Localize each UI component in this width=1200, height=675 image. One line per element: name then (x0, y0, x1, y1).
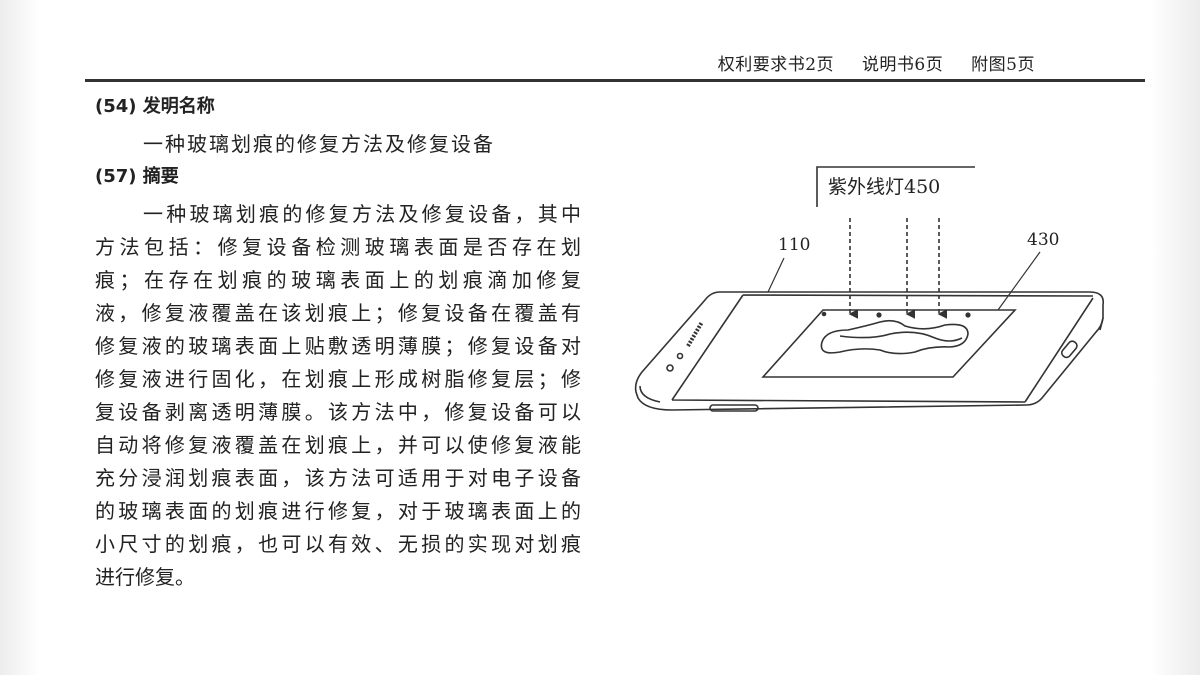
abstract-line: 修复液的玻璃表面上贴敷透明薄膜；修复设备对 (95, 334, 581, 358)
ref-label-film: 430 (1027, 230, 1059, 250)
header-rule (85, 79, 1145, 82)
phone-sensor-icon (666, 364, 674, 372)
phone-side-button (709, 404, 759, 412)
phone-screen-edge (671, 294, 1094, 403)
uv-dot (876, 312, 882, 318)
ref-leader-film (997, 251, 1041, 311)
uv-dot (965, 312, 971, 318)
page-edge-right (1150, 0, 1200, 675)
abstract-line: 复设备剥离透明薄膜。该方法中，修复设备可以 (95, 400, 581, 424)
ref-label-device: 110 (778, 235, 810, 255)
abstract-line: 小尺寸的划痕，也可以有效、无损的实现对划痕 (95, 532, 581, 556)
invention-title: 一种玻璃划痕的修复方法及修复设备 (143, 132, 495, 156)
abstract-line: 充分浸润划痕表面，该方法可适用于对电子设备 (95, 466, 581, 490)
phone-side (639, 317, 1104, 403)
abstract-heading: (57) 摘要 (95, 166, 179, 187)
uv-dot (821, 311, 827, 317)
phone-home-button (1060, 340, 1078, 359)
page-edge-left (0, 0, 40, 675)
abstract-line: 一种玻璃划痕的修复方法及修复设备，其中 (143, 202, 581, 226)
uv-lamp-outline (816, 166, 975, 207)
title-heading: (54) 发明名称 (95, 96, 215, 117)
scratch-line (839, 331, 963, 342)
abstract-line: 修复液进行固化，在划痕上形成树脂修复层；修 (95, 367, 581, 391)
phone-camera-icon (676, 352, 684, 360)
repair-resin (820, 319, 969, 355)
abstract-line: 进行修复。 (95, 565, 195, 589)
transparent-film (761, 309, 1017, 378)
description-pages: 说明书6页 (861, 55, 944, 75)
phone-speaker-icon (686, 320, 704, 348)
abstract-line: 方法包括：修复设备检测玻璃表面是否存在划 (95, 235, 581, 259)
uv-light-arrows (848, 218, 947, 319)
abstract-line: 自动将修复液覆盖在划痕上，并可以使修复液能 (95, 433, 581, 457)
claims-pages: 权利要求书2页 (717, 55, 835, 75)
ref-leader-device (767, 257, 785, 293)
uv-lamp-label: 紫外线灯450 (828, 176, 940, 198)
abstract-line: 痕；在存在划痕的玻璃表面上的划痕滴加修复 (95, 268, 581, 292)
abstract-line: 液，修复液覆盖在该划痕上；修复设备在覆盖有 (95, 301, 581, 325)
abstract-line: 的玻璃表面的划痕进行修复，对于玻璃表面上的 (95, 499, 581, 523)
abstract-text: 一种玻璃划痕的修复方法及修复设备，其中 方法包括：修复设备检测玻璃表面是否存在划… (95, 198, 581, 594)
drawings-pages: 附图5页 (971, 55, 1035, 75)
phone-body (634, 291, 1105, 411)
page-count-header: 权利要求书2页 说明书6页 附图5页 (696, 50, 1035, 75)
